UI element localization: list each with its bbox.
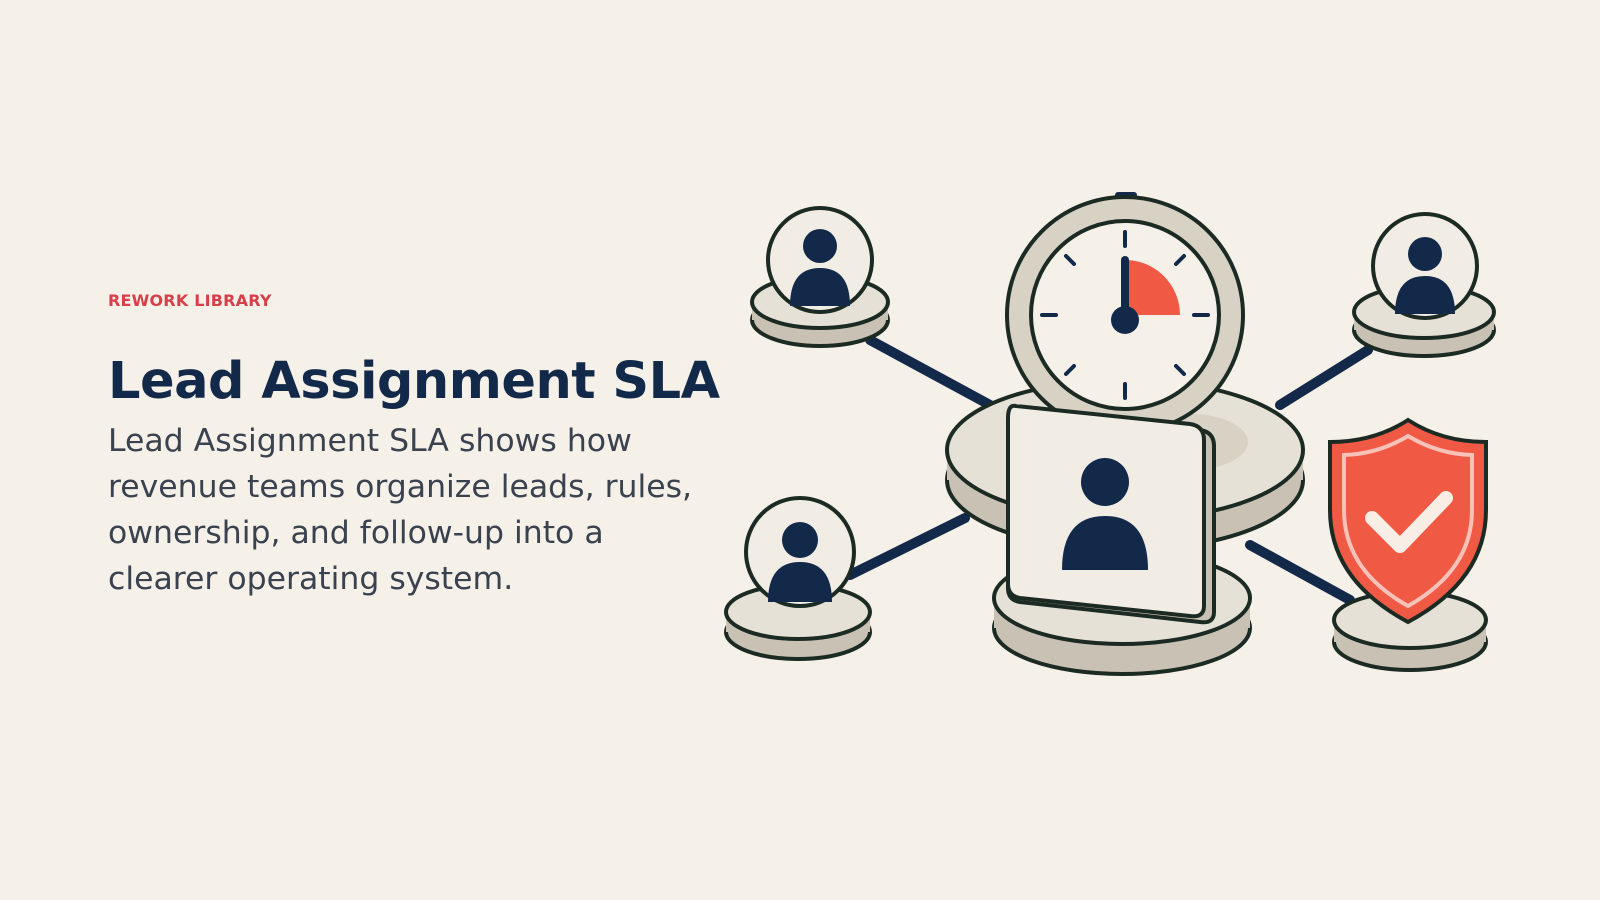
user-node-top-left <box>750 206 890 348</box>
shield-check-icon <box>1328 417 1488 625</box>
connector-lines <box>845 335 1373 605</box>
user-node-bottom-left <box>724 496 872 661</box>
page-title: Lead Assignment SLA <box>108 352 720 411</box>
page-description: Lead Assignment SLA shows how revenue te… <box>108 423 693 597</box>
lead-routing-illustration <box>724 192 1496 676</box>
user-node-top-right <box>1352 212 1496 358</box>
stopwatch-icon <box>1005 192 1245 435</box>
eyebrow-label: REWORK LIBRARY <box>108 291 272 310</box>
hero-text: REWORK LIBRARY Lead Assignment SLA Lead … <box>108 288 720 602</box>
user-card-icon <box>1006 403 1216 625</box>
